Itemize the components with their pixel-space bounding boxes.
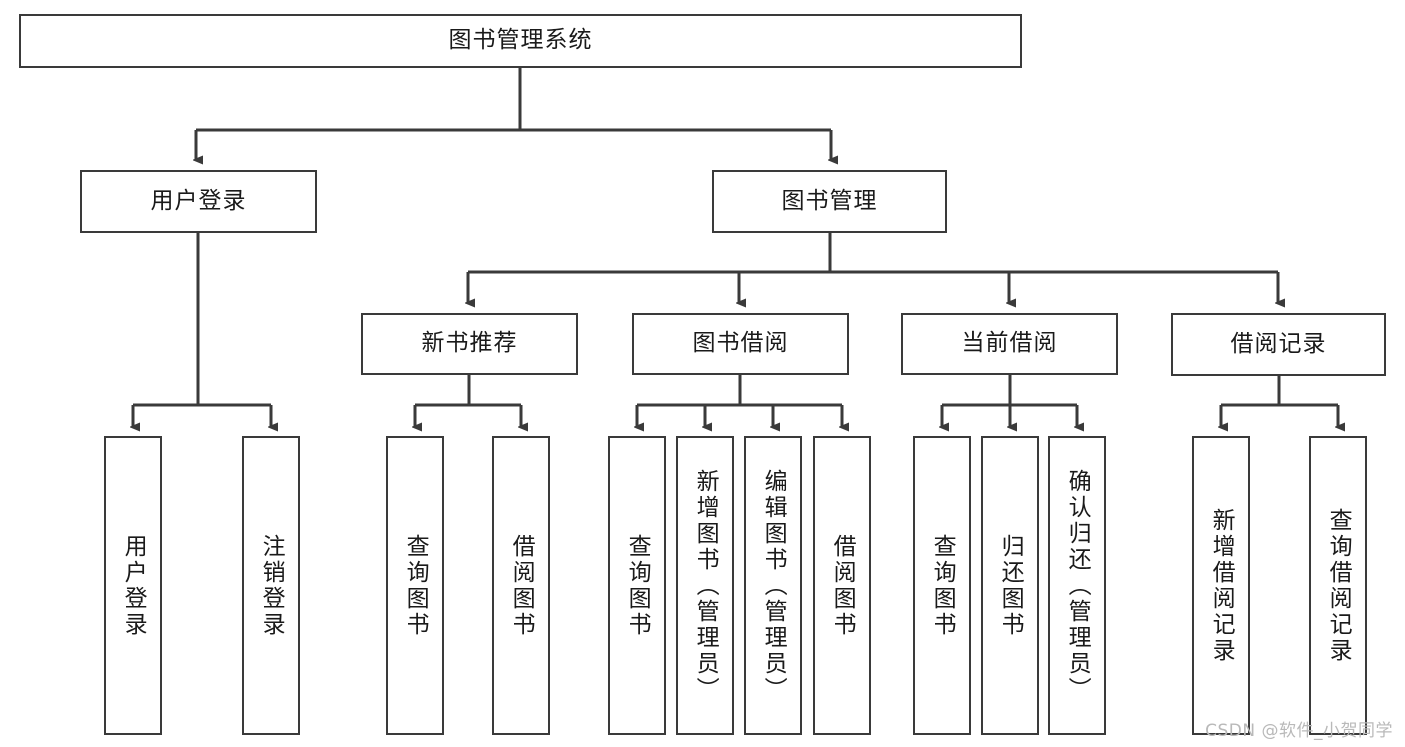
node-label: 图书借阅	[692, 330, 789, 357]
leaf-borrow-record-query[interactable]: 查询借阅记录	[1309, 436, 1367, 735]
node-label: 查询借阅记录	[1325, 507, 1352, 664]
node-label: 确认归还（管理员）	[1064, 468, 1091, 703]
node-current-borrow[interactable]: 当前借阅	[901, 313, 1118, 375]
node-label: 注销登录	[258, 533, 285, 638]
node-user-login[interactable]: 用户登录	[80, 170, 317, 233]
leaf-current-borrow-confirm-return[interactable]: 确认归还（管理员）	[1048, 436, 1106, 735]
leaf-new-book-borrow[interactable]: 借阅图书	[492, 436, 550, 735]
node-label: 新书推荐	[421, 330, 518, 357]
node-new-book-recommend[interactable]: 新书推荐	[361, 313, 578, 375]
node-root-library-system[interactable]: 图书管理系统	[19, 14, 1022, 68]
node-label: 查询图书	[402, 533, 429, 638]
node-label: 借阅图书	[829, 533, 856, 638]
leaf-user-login-login[interactable]: 用户登录	[104, 436, 162, 735]
node-label: 用户登录	[150, 187, 247, 214]
node-label: 图书管理	[781, 187, 878, 214]
node-borrow-records[interactable]: 借阅记录	[1171, 313, 1386, 376]
node-label: 当前借阅	[961, 330, 1058, 357]
node-book-borrow[interactable]: 图书借阅	[632, 313, 849, 375]
node-label: 归还图书	[997, 533, 1024, 638]
leaf-book-borrow-borrow[interactable]: 借阅图书	[813, 436, 871, 735]
leaf-borrow-record-add[interactable]: 新增借阅记录	[1192, 436, 1250, 735]
node-label: 用户登录	[120, 533, 147, 638]
node-label: 图书管理系统	[448, 27, 593, 54]
leaf-book-borrow-add[interactable]: 新增图书（管理员）	[676, 436, 734, 735]
node-label: 新增图书（管理员）	[692, 468, 719, 703]
node-label: 查询图书	[624, 533, 651, 638]
leaf-new-book-query[interactable]: 查询图书	[386, 436, 444, 735]
node-label: 查询图书	[929, 533, 956, 638]
node-book-management[interactable]: 图书管理	[712, 170, 947, 233]
leaf-user-login-logout[interactable]: 注销登录	[242, 436, 300, 735]
node-label: 编辑图书（管理员）	[760, 468, 787, 703]
watermark-text: CSDN @软件_小贺同学	[1205, 721, 1393, 741]
node-label: 新增借阅记录	[1208, 507, 1235, 664]
node-label: 借阅记录	[1230, 330, 1327, 357]
leaf-current-borrow-return[interactable]: 归还图书	[981, 436, 1039, 735]
node-label: 借阅图书	[508, 533, 535, 638]
leaf-book-borrow-edit[interactable]: 编辑图书（管理员）	[744, 436, 802, 735]
leaf-book-borrow-query[interactable]: 查询图书	[608, 436, 666, 735]
leaf-current-borrow-query[interactable]: 查询图书	[913, 436, 971, 735]
